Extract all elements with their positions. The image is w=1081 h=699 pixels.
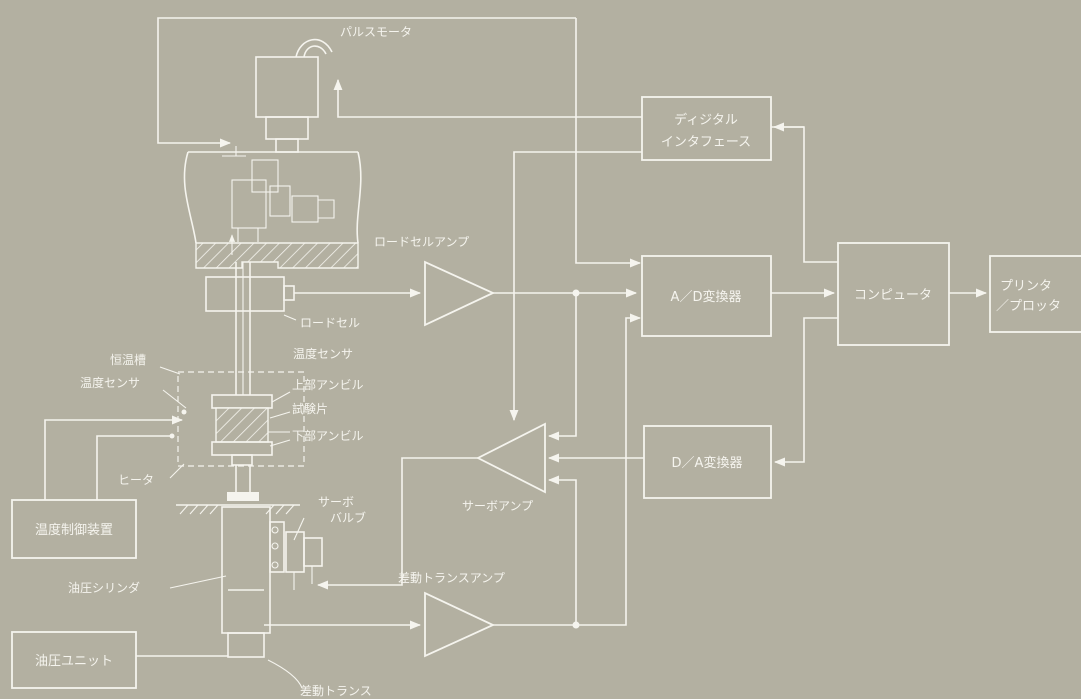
lvdt-amp-label: 差動トランスアンプ [398, 571, 505, 585]
servo-valve-label-1: サーボ [318, 495, 354, 509]
servo-amp-label: サーボアンプ [462, 499, 533, 513]
da-converter-block: D／A変換器 [643, 425, 772, 499]
hydraulic-cylinder [221, 506, 285, 658]
hydraulic-unit-block: 油圧ユニット [11, 631, 137, 689]
ad-converter-block: A／D変換器 [641, 255, 772, 337]
lvdt-label: 差動トランス [300, 684, 372, 698]
heater-label: ヒータ [118, 473, 154, 487]
load-cell [205, 262, 295, 395]
temp-sensor-left-label: 温度センサ [80, 375, 140, 390]
ad-converter-label: A／D変換器 [671, 289, 742, 305]
digital-interface-label-2: インタフェース [661, 135, 751, 150]
printer-label-2: ／プロッタ [996, 299, 1061, 314]
da-converter-label: D／A変換器 [672, 455, 743, 471]
machine-frame [183, 146, 362, 269]
leader-lines [159, 314, 305, 689]
temp-controller-label: 温度制御装置 [35, 522, 113, 538]
temp-sensor-right-label: 温度センサ [293, 346, 353, 361]
pulse-motor [255, 38, 333, 153]
specimen-label: 試験片 [292, 401, 328, 416]
printer-plotter-block: プリンタ ／プロッタ [989, 255, 1081, 333]
servo-valve-label-2: バルブ [330, 510, 366, 525]
lower-anvil-label: 下部アンビル [292, 428, 364, 443]
temp-controller-block: 温度制御装置 [11, 499, 137, 559]
load-cell-amp-label: ロードセルアンプ [374, 235, 469, 249]
upper-anvil-label: 上部アンビル [292, 377, 364, 392]
servo-valve [285, 531, 323, 590]
computer-label: コンピュータ [854, 288, 932, 303]
hydraulic-cylinder-label: 油圧シリンダ [68, 580, 140, 595]
load-cell-label: ロードセル [300, 316, 360, 330]
computer-block: コンピュータ [837, 242, 950, 346]
servo-amp-symbol [476, 422, 546, 494]
pulse-motor-label: パルスモータ [340, 25, 412, 39]
load-cell-amp-symbol [424, 260, 496, 327]
constant-temp-bath-label: 恒温槽 [110, 353, 146, 367]
hydraulic-unit-label: 油圧ユニット [35, 654, 113, 669]
digital-interface-label-1: ディジタル [674, 112, 738, 128]
digital-interface-block: ディジタル インタフェース [641, 96, 772, 161]
lvdt-amp-symbol [424, 591, 496, 658]
printer-label-1: プリンタ [1000, 279, 1052, 294]
anvil-assembly [211, 394, 273, 501]
